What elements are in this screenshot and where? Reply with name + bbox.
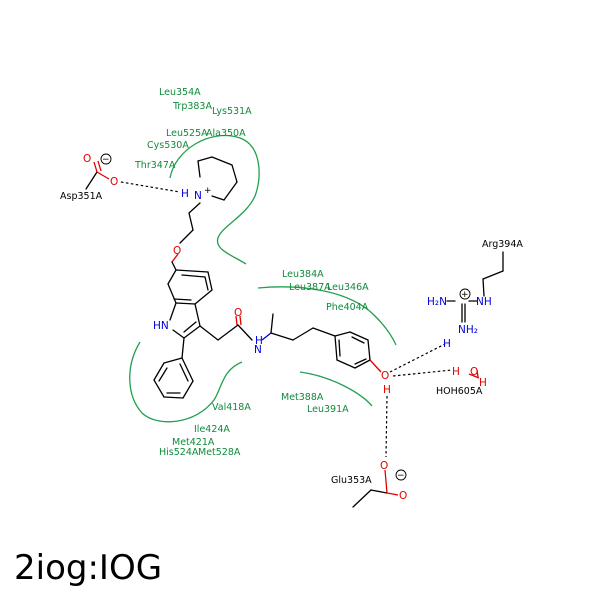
phenol-ring (334, 331, 382, 373)
residue-leu346: Leu346A (327, 282, 369, 293)
residue-his524: His524A (159, 447, 199, 458)
residue-leu391: Leu391A (307, 404, 349, 415)
atom-water-h1: H (452, 366, 460, 378)
hbond-phenol-glu353 (385, 395, 388, 458)
contact-arc-lower-left (129, 341, 243, 423)
svg-text:−: − (102, 155, 110, 165)
hbond-phenol-arg394 (389, 343, 446, 373)
contact-arc-upper-pocket (169, 134, 260, 265)
residue-ile424: Ile424A (194, 424, 230, 435)
charge-glu353: − (395, 469, 407, 481)
atom-glu353-o1: O (380, 460, 388, 472)
atom-ether-o: O (173, 245, 181, 257)
phenyl-ring-left (153, 337, 194, 399)
residue-leu525: Leu525A (166, 128, 208, 139)
contact-arc-lower-right (299, 371, 373, 407)
residue-lys531: Lys531A (212, 106, 252, 117)
residue-met388: Met388A (281, 392, 324, 403)
atom-arg-h2n: H₂N (427, 296, 447, 308)
residue-thr347: Thr347A (134, 160, 176, 171)
atom-phenol-h: H (383, 384, 391, 396)
residue-met528: Met528A (198, 447, 241, 458)
atom-arg-h: H (443, 338, 451, 350)
charge-arg394: + (459, 288, 471, 300)
residue-hoh605: HOH605A (436, 386, 483, 397)
residue-leu387: Leu387A (289, 282, 331, 293)
arg394-residue (446, 251, 504, 323)
atom-water-h2: H (479, 377, 487, 389)
residue-glu353: Glu353A (331, 475, 372, 486)
residue-ala350: Ala350A (206, 128, 246, 139)
charge-piperidine: + (204, 186, 212, 196)
asp351-residue (85, 160, 110, 190)
ethoxy-linker (171, 202, 201, 263)
atom-amide-o: O (234, 307, 242, 319)
residue-cys530: Cys530A (147, 140, 189, 151)
hbond-phenol-hoh605 (392, 369, 453, 377)
contact-arc-right-pocket (257, 286, 397, 346)
svg-text:−: − (397, 471, 405, 481)
structure-caption: 2iog:IOG (14, 548, 163, 588)
residue-val418: Val418A (212, 402, 251, 413)
atom-amide-h: H (255, 335, 263, 347)
atom-piperidine-n: N (194, 190, 202, 202)
amide-chain (199, 313, 336, 341)
atom-water-o: O (470, 366, 478, 378)
charge-asp351: − (100, 153, 112, 165)
water-hoh605 (468, 369, 480, 379)
residue-arg394: Arg394A (482, 239, 523, 250)
hbond-asp351-piperidine (120, 181, 181, 193)
atom-phenol-o: O (381, 370, 389, 382)
atom-asp351-o1: O (83, 153, 91, 165)
indole-core (167, 261, 213, 339)
svg-text:+: + (461, 290, 469, 300)
residue-leu354: Leu354A (159, 87, 201, 98)
atom-asp351-o2: O (110, 176, 118, 188)
atom-indole-hn: HN (153, 320, 169, 332)
residue-leu384: Leu384A (282, 269, 324, 280)
residue-met421: Met421A (172, 437, 215, 448)
atom-arg-nh: NH (476, 296, 492, 308)
piperidine-ring (197, 156, 238, 201)
residue-asp351: Asp351A (60, 191, 103, 202)
atom-piperidine-h: H (181, 188, 189, 200)
atom-glu353-o2: O (399, 490, 407, 502)
glu353-residue (352, 469, 399, 508)
atom-amide-nh: N (254, 344, 262, 356)
residue-trp383: Trp383A (172, 101, 212, 112)
atom-arg-nh2: NH₂ (458, 324, 478, 336)
residue-phe404: Phe404A (326, 302, 369, 313)
